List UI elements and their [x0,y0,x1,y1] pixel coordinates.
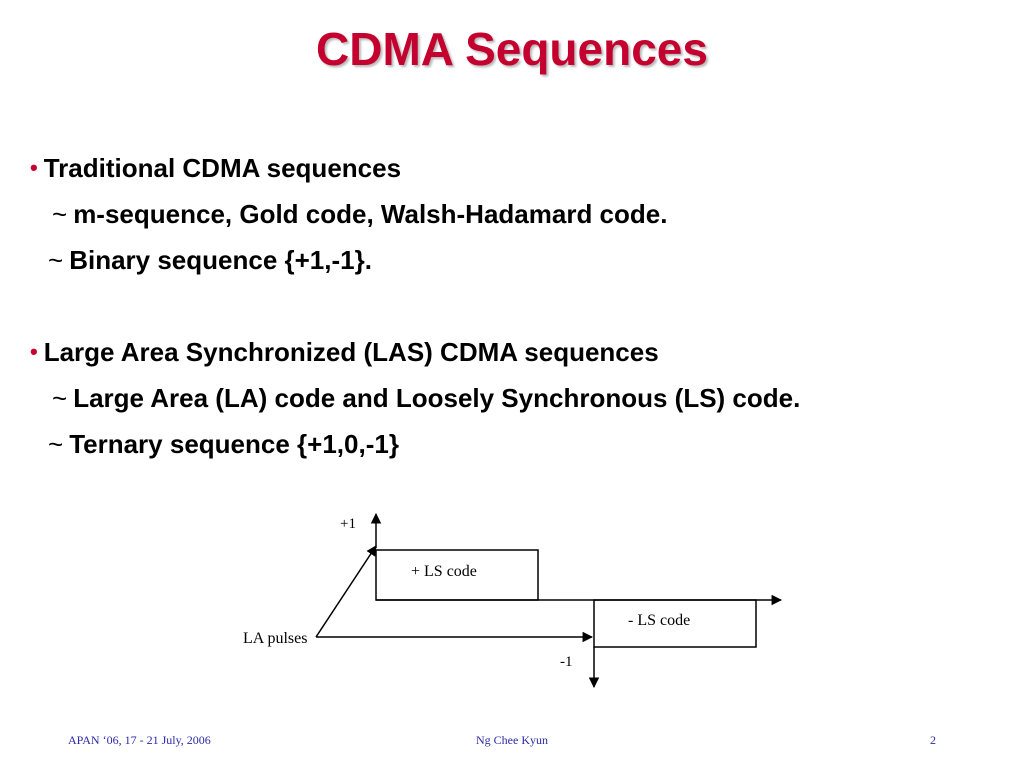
subitem-binary-sequence: ~Binary sequence {+1,-1}. [48,245,372,276]
subitem-sequence-list: ~m-sequence, Gold code, Walsh-Hadamard c… [52,199,667,230]
subitem-la-ls-code: ~Large Area (LA) code and Loosely Synchr… [52,383,800,414]
tilde-marker: ~ [48,245,64,275]
la-pulses-label: LA pulses [243,630,307,647]
slide-title: CDMA Sequences [316,23,708,75]
tilde-marker: ~ [48,429,64,459]
bullet-marker: • [30,339,38,364]
minus-ls-code-box [593,599,757,648]
bullet-text: Traditional CDMA sequences [43,153,402,183]
bullet-traditional: •Traditional CDMA sequences [30,153,401,184]
plus-one-label: +1 [340,516,356,532]
footer-author: Ng Chee Kyun [476,733,548,747]
subitem-ternary-sequence: ~Ternary sequence {+1,0,-1} [48,429,399,460]
la-pulse-pointer-up [315,545,377,638]
subitem-text: Ternary sequence {+1,0,-1} [69,429,399,459]
tilde-marker: ~ [52,199,68,229]
plus-ls-code-label: + LS code [411,563,477,580]
subitem-text: Binary sequence {+1,-1}. [69,245,372,275]
footer-conference: APAN ‘06, 17 - 21 July, 2006 [68,733,211,747]
footer-page-number: 2 [930,733,936,747]
minus-ls-code-label: - LS code [628,612,690,629]
bullet-marker: • [30,155,38,180]
bullet-text: Large Area Synchronized (LAS) CDMA seque… [43,337,659,367]
subitem-text: Large Area (LA) code and Loosely Synchro… [73,383,801,413]
tilde-marker: ~ [52,383,68,413]
subitem-text: m-sequence, Gold code, Walsh-Hadamard co… [73,199,668,229]
bullet-las-cdma: •Large Area Synchronized (LAS) CDMA sequ… [30,337,659,368]
minus-one-label: -1 [560,654,573,670]
